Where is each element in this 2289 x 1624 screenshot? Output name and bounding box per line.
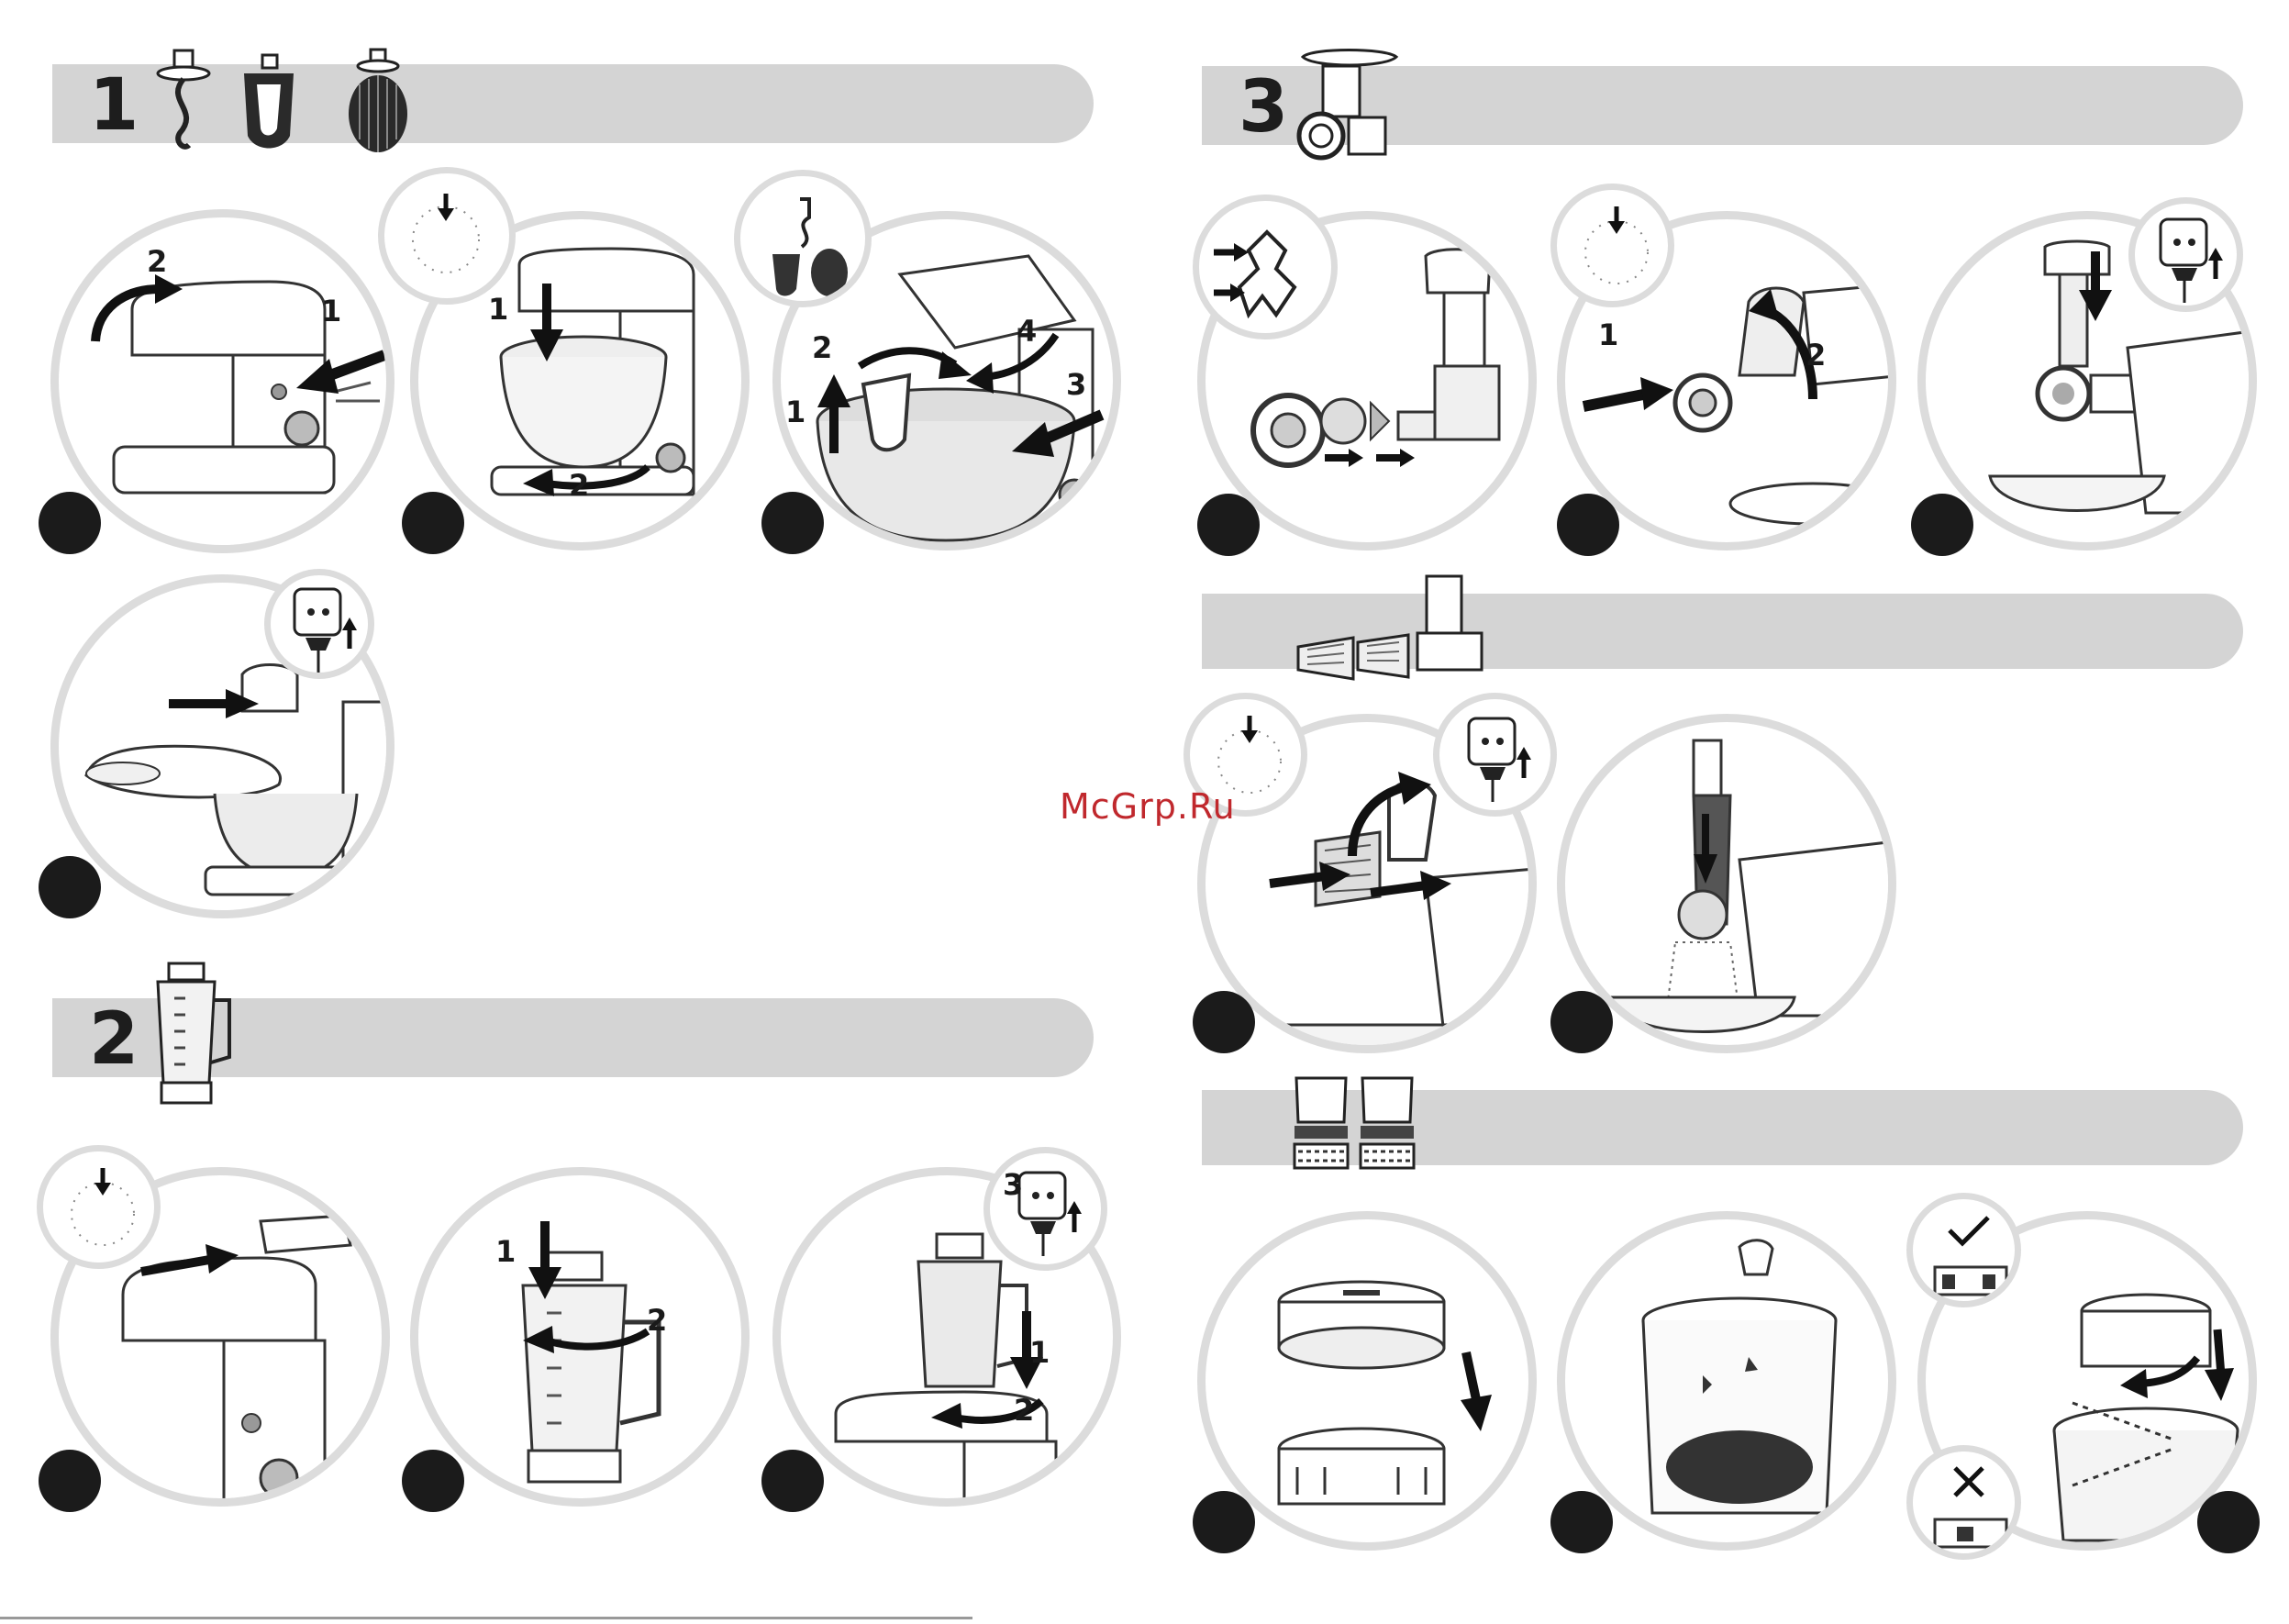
arrow-up-icon (816, 371, 852, 453)
label-2: 2 (1014, 1393, 1034, 1428)
correct-position-inset (1906, 1193, 2021, 1307)
cross-icon (1931, 1463, 2010, 1554)
hook-beater-whisk-icon (754, 190, 864, 300)
speed-dial-inset (37, 1145, 161, 1269)
speed-dial-inset (1550, 184, 1674, 307)
label-1: 1 (785, 395, 806, 429)
step-marker (1197, 494, 1260, 556)
label-1: 1 (495, 1234, 516, 1269)
blender-jug-icon (149, 962, 236, 1108)
watermark: McGrp.Ru (1060, 786, 1236, 827)
grater-in-use-illustration (1602, 740, 1895, 1034)
label-1: 1 (1598, 317, 1618, 352)
step-marker (1193, 1491, 1255, 1553)
section-3-number: 3 (1239, 68, 1288, 147)
footer-divider (0, 1617, 972, 1619)
speed-dial-icon (1575, 206, 1658, 289)
arrow-right-icon (141, 1244, 242, 1285)
meat-grinder-icon (1294, 46, 1404, 165)
speed-dial-inset (378, 167, 516, 305)
step-marker (761, 1450, 824, 1512)
step-marker (1550, 1491, 1613, 1553)
step-marker (1557, 494, 1619, 556)
label-3: 3 (1066, 367, 1086, 402)
step-3-7-circle (1557, 1211, 1896, 1551)
chopper-icon (1289, 1069, 1427, 1179)
label-2: 2 (569, 468, 589, 503)
step-marker (761, 492, 824, 554)
label-2: 2 (1806, 338, 1826, 373)
unplug-inset (264, 569, 374, 679)
blade-inset (1193, 195, 1338, 339)
beater-icon (237, 53, 301, 154)
arrow-in-icon (1010, 407, 1111, 462)
chopper-bowl-illustration (1629, 1238, 1850, 1531)
unplug-inset (1433, 693, 1557, 817)
step-marker (1550, 991, 1613, 1053)
step-3-5-circle (1557, 714, 1896, 1053)
arrow-up-icon (86, 273, 187, 346)
incorrect-position-inset (1906, 1445, 2021, 1560)
arrow-right-icon (1325, 439, 1435, 476)
step-1-1-circle (50, 209, 394, 553)
section-2-number: 2 (89, 1000, 139, 1079)
label-3: 3 (1003, 1167, 1023, 1202)
checkmark-icon (1931, 1210, 2010, 1302)
arrow-down-icon (527, 1221, 563, 1304)
whisk-icon (341, 48, 415, 156)
speed-dial-icon (405, 194, 487, 276)
label-1: 1 (1029, 1335, 1050, 1370)
plug-socket-icon (1460, 714, 1542, 806)
arrow-right-icon (1583, 375, 1675, 417)
arrow-right-icon (1371, 869, 1453, 906)
arrow-rotate-icon (2118, 1352, 2201, 1398)
step-marker (402, 1450, 464, 1512)
label-2: 2 (647, 1303, 667, 1338)
label-2: 2 (812, 330, 832, 365)
step-marker (1193, 991, 1255, 1053)
arrow-right-icon (1270, 860, 1352, 896)
step-marker (1911, 494, 1973, 556)
plug-socket-icon (2151, 215, 2234, 306)
arrow-down-icon (2201, 1329, 2238, 1403)
hook-icon (156, 46, 211, 156)
step-marker (39, 492, 101, 554)
label-2: 2 (147, 244, 167, 279)
arrow-down-icon (1692, 814, 1719, 887)
attachments-inset (734, 170, 872, 307)
arrow-down-icon (2077, 251, 2114, 325)
step-3-6-circle (1197, 1211, 1537, 1551)
plug-socket-icon (285, 584, 368, 676)
blender-on-mixer-illustration (817, 1230, 1111, 1506)
unplug-inset (983, 1147, 1107, 1271)
speed-dial-icon (61, 1168, 144, 1251)
cutting-blade-icon (1212, 214, 1331, 333)
arrow-right-icon (169, 685, 261, 722)
step-marker (39, 1450, 101, 1512)
arrow-down-icon (964, 329, 1065, 403)
step-2-2-circle (410, 1167, 750, 1507)
arrow-down-icon (528, 284, 565, 366)
arrow-down-icon (1453, 1352, 1499, 1435)
arrow-curve-icon (854, 339, 973, 384)
label-1: 1 (321, 294, 341, 328)
section-1-number: 1 (89, 66, 139, 145)
unplug-inset (2128, 197, 2243, 312)
label-1: 1 (488, 292, 508, 327)
step-marker (39, 856, 101, 918)
arrow-in-icon (293, 346, 394, 401)
arrow-curve-icon (1343, 768, 1435, 860)
step-marker (2197, 1491, 2260, 1553)
label-4: 4 (1017, 314, 1037, 349)
arrow-rotate-icon (519, 1313, 657, 1359)
step-marker (402, 492, 464, 554)
grater-drums-icon (1289, 569, 1509, 688)
